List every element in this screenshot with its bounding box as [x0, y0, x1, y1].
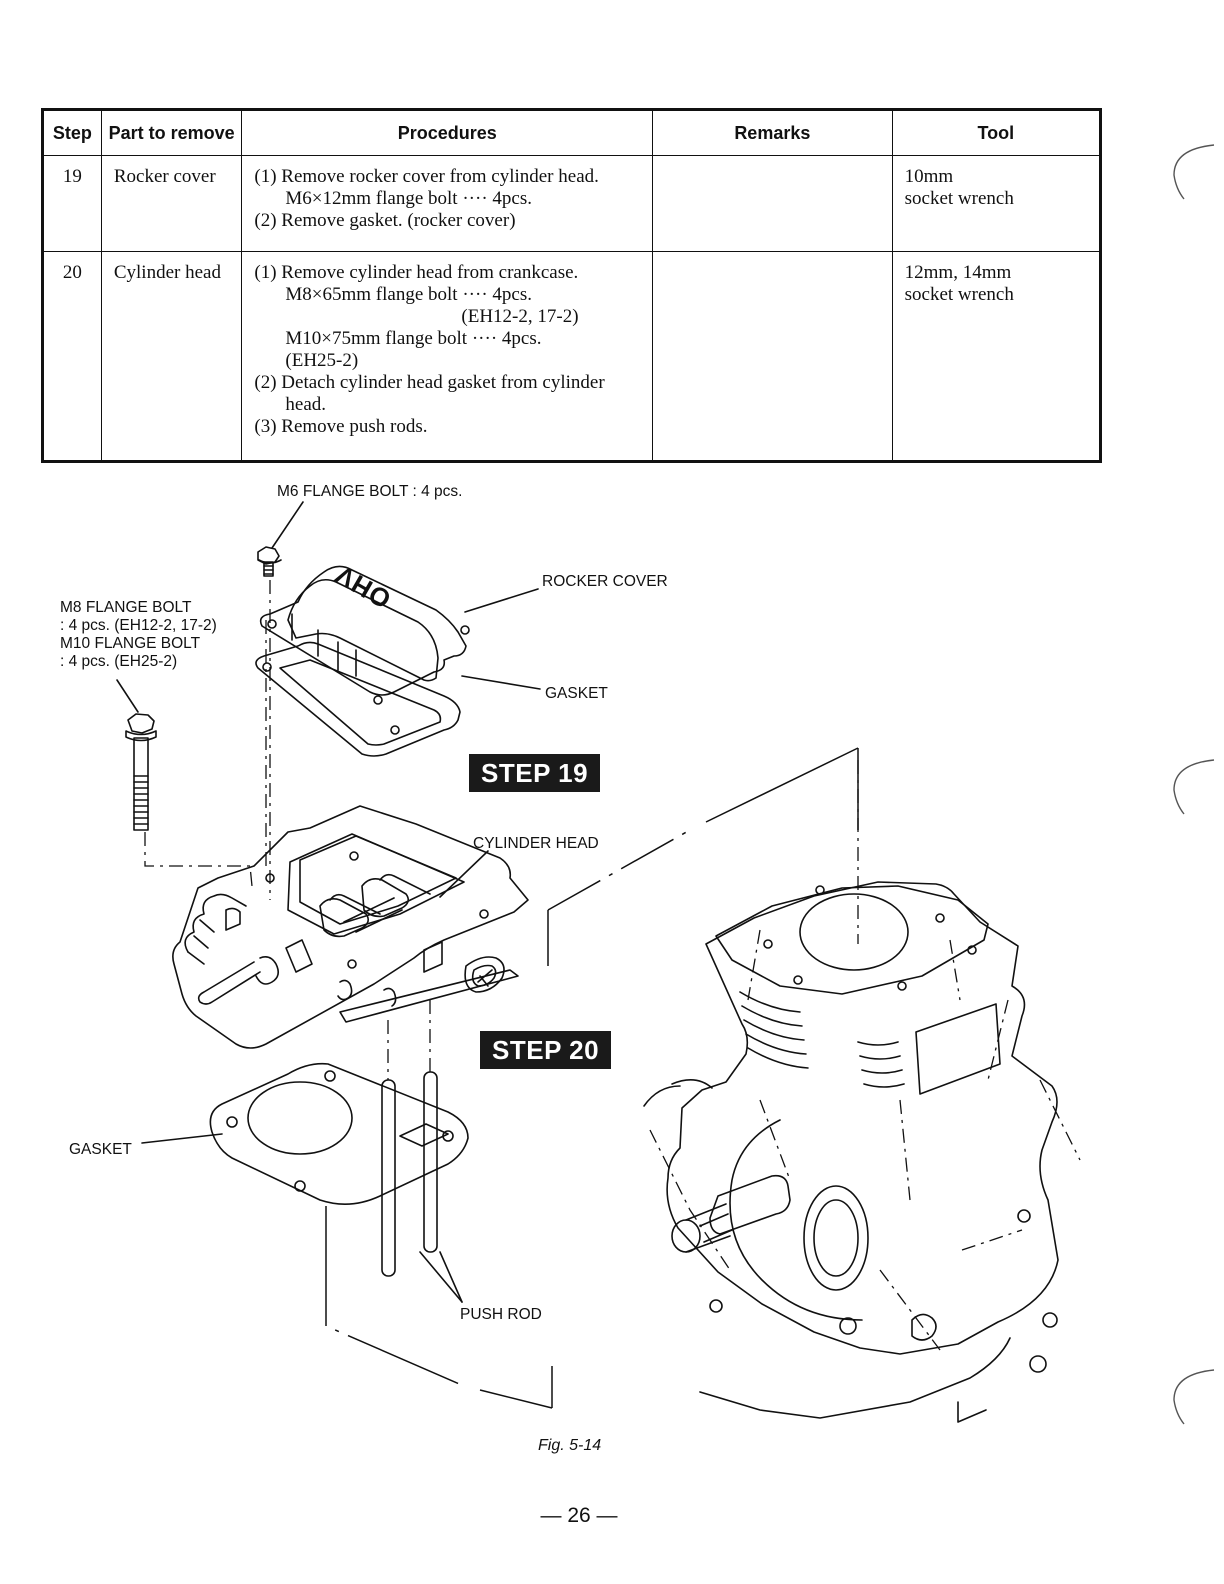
leader-gasket-bottom	[141, 1133, 223, 1144]
procedure-line: (2) Detach cylinder head gasket from cyl…	[254, 372, 605, 393]
procedure-line: M10×75mm flange bolt ···· 4pcs.	[285, 328, 542, 349]
m6-flange-bolt-label: M6 FLANGE BOLT : 4 pcs.	[277, 483, 463, 500]
header-part: Part to remove	[100, 109, 243, 156]
rocker-cover-label: ROCKER COVER	[542, 573, 668, 590]
leader-push-rod-1	[419, 1251, 463, 1303]
procedure-line: M8×65mm flange bolt ···· 4pcs.	[285, 284, 532, 305]
figure-caption: Fig. 5-14	[538, 1437, 602, 1454]
tool-cell: 10mm socket wrench	[891, 155, 1102, 252]
leader-gasket-top	[461, 675, 541, 690]
header-procedures: Procedures	[241, 109, 654, 156]
step-19-badge: STEP 19	[469, 754, 601, 792]
m10-flange-bolt-count: : 4 pcs. (EH25-2)	[60, 653, 178, 670]
m6-flange-bolt-icon	[257, 546, 282, 577]
tool-line: 10mm	[904, 166, 954, 187]
procedure-line: head.	[285, 394, 327, 415]
table-row: 19 Rocker cover (1) Remove rocker cover …	[42, 155, 1102, 252]
procedure-line: (1) Remove cylinder head from crankcase.	[254, 262, 579, 283]
cylinder-head-label: CYLINDER HEAD	[473, 835, 599, 852]
table-header-row: Step Part to remove Procedures Remarks T…	[42, 109, 1102, 156]
procedures-cell: (1) Remove cylinder head from crankcase.…	[241, 251, 654, 462]
rocker-cover-icon	[259, 565, 470, 705]
procedure-line: (3) Remove push rods.	[254, 416, 428, 437]
m8-flange-bolt-label: M8 FLANGE BOLT	[60, 599, 192, 616]
procedure-line: M6×12mm flange bolt ···· 4pcs.	[285, 188, 532, 209]
tool-line: 12mm, 14mm	[904, 262, 1012, 283]
procedure-line: (2) Remove gasket. (rocker cover)	[254, 210, 516, 231]
cylinder-head-gasket-icon	[209, 1062, 469, 1205]
engine-block-icon	[643, 881, 1059, 1423]
push-rod-label: PUSH ROD	[460, 1306, 542, 1323]
gasket-top-label: GASKET	[545, 685, 608, 702]
procedure-line: (EH25-2)	[285, 350, 359, 371]
tool-line: socket wrench	[904, 188, 1014, 209]
tool-cell: 12mm, 14mm socket wrench	[891, 251, 1102, 462]
leader-m6-bolt	[271, 501, 304, 549]
procedure-line: (1) Remove rocker cover from cylinder he…	[254, 166, 599, 187]
leader-m8-bolt	[116, 679, 139, 713]
gasket-bottom-label: GASKET	[69, 1141, 132, 1158]
table-row: 20 Cylinder head (1) Remove cylinder hea…	[42, 251, 1102, 462]
tool-line: socket wrench	[904, 284, 1014, 305]
page-number: — 26 —	[540, 1504, 618, 1527]
part-cell: Cylinder head	[100, 251, 243, 462]
procedure-table: Step Part to remove Procedures Remarks T…	[41, 108, 1102, 463]
procedure-line: (EH12-2, 17-2)	[461, 306, 579, 327]
remarks-cell	[652, 251, 893, 462]
step-cell: 20	[42, 251, 102, 462]
leader-rocker-cover	[464, 588, 539, 613]
m10-flange-bolt-label: M10 FLANGE BOLT	[60, 635, 201, 652]
m8-flange-bolt-icon	[125, 713, 157, 831]
binder-hole-marks	[1173, 144, 1215, 1425]
rocker-gasket-icon	[255, 641, 461, 757]
push-rods-icon	[381, 1071, 438, 1277]
frame-lines	[325, 747, 859, 1409]
m8-flange-bolt-count: : 4 pcs. (EH12-2, 17-2)	[60, 617, 217, 634]
step-20-badge: STEP 20	[480, 1031, 612, 1069]
procedures-cell: (1) Remove rocker cover from cylinder he…	[241, 155, 654, 252]
cylinder-head-icon	[172, 805, 529, 1049]
leader-push-rod-2	[439, 1251, 463, 1303]
step-cell: 19	[42, 155, 102, 252]
